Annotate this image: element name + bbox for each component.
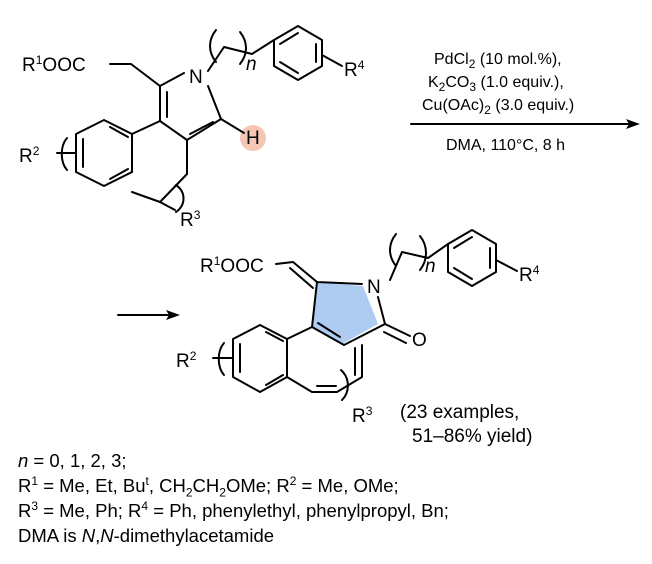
chain-bracket	[209, 29, 247, 65]
product-phenyl-ring	[447, 229, 497, 287]
reactant-benzo-ring	[75, 119, 133, 187]
legend-r1-r2-values: R1 = Me, Et, But, CH2CH2OMe; R2 = Me, OM…	[18, 473, 399, 500]
conditions-line-1: PdCl2 (10 mol.%),	[434, 51, 562, 71]
reactant-benzo-inner	[82, 126, 129, 180]
reactant-chain-index: n	[246, 54, 257, 75]
product-r2-bracket	[217, 342, 225, 376]
reactant-phenyl-inner	[279, 32, 317, 74]
reactant-ester-label: R1OOC	[22, 53, 86, 76]
legend-n-values: n = 0, 1, 2, 3;	[18, 450, 127, 471]
reaction-scheme: R1OOC N H n R4 R2 R3 PdCl2 (10 mol.%), K…	[19, 25, 640, 447]
examples-count: (23 examples,	[400, 402, 519, 423]
product-r4-bond	[495, 259, 518, 272]
product-ester-label: R1OOC	[200, 254, 264, 277]
n-chain-bonds	[207, 39, 275, 72]
lactam-inner-double	[317, 322, 341, 338]
product-o-label: O	[412, 330, 427, 351]
h-highlight-circle	[240, 125, 266, 151]
continuation-arrow	[117, 310, 180, 320]
naphthalene-inner-a	[316, 347, 356, 387]
product-chain-bracket	[389, 233, 427, 271]
reaction-arrow-head	[626, 119, 640, 129]
reactant-r2-label: R2	[19, 144, 40, 167]
product-structure: R1OOC N O n R4 R2 R3 (23 examples, 51–86…	[176, 229, 540, 447]
product-chain-index: n	[425, 256, 436, 277]
r4-bond	[321, 54, 343, 67]
reactant-structure: R1OOC N H n R4 R2 R3	[19, 25, 365, 231]
naphthalene-inner-b	[239, 331, 284, 386]
exocyclic-double-bond	[275, 261, 318, 289]
product-r2-label: R2	[176, 349, 197, 372]
reactant-r4-label: R4	[344, 58, 365, 81]
product-r3-label: R3	[352, 404, 373, 427]
product-r4-label: R4	[519, 263, 540, 286]
conditions-below-arrow: DMA, 110°C, 8 h	[446, 137, 565, 154]
lactam-co-bond	[383, 323, 411, 344]
ester-chain-bonds	[109, 63, 161, 87]
naphthalene-ring-b	[232, 324, 288, 393]
product-r3-bracket	[340, 369, 349, 401]
conditions-line-3: Cu(OAc)2 (3.0 equiv.)	[422, 97, 574, 117]
yield-range: 51–86% yield)	[412, 426, 532, 447]
lactam-ring-bonds	[311, 281, 386, 346]
reactant-r3-label: R3	[180, 208, 201, 231]
substituent-legend: n = 0, 1, 2, 3; R1 = Me, Et, But, CH2CH2…	[18, 448, 449, 548]
reaction-conditions: PdCl2 (10 mol.%), K2CO3 (1.0 equiv.), Cu…	[410, 51, 640, 154]
r2-bracket	[60, 137, 68, 171]
ch-bond	[220, 118, 245, 134]
conditions-line-2: K2CO3 (1.0 equiv.),	[428, 74, 564, 94]
product-n-chain	[389, 243, 449, 281]
reactant-h-label: H	[246, 128, 260, 149]
legend-r3-r4-values: R3 = Me, Ph; R4 = Ph, phenylethyl, pheny…	[18, 498, 449, 521]
r3-bracket	[159, 184, 185, 213]
product-n-label: N	[367, 277, 381, 298]
pyrrole-double-bonds	[166, 91, 214, 135]
reactant-n-label: N	[189, 67, 203, 88]
reactant-phenyl-ring	[273, 25, 323, 81]
product-phenyl-inner	[453, 236, 491, 280]
legend-dma-definition: DMA is N,N-dimethylacetamide	[18, 525, 275, 546]
